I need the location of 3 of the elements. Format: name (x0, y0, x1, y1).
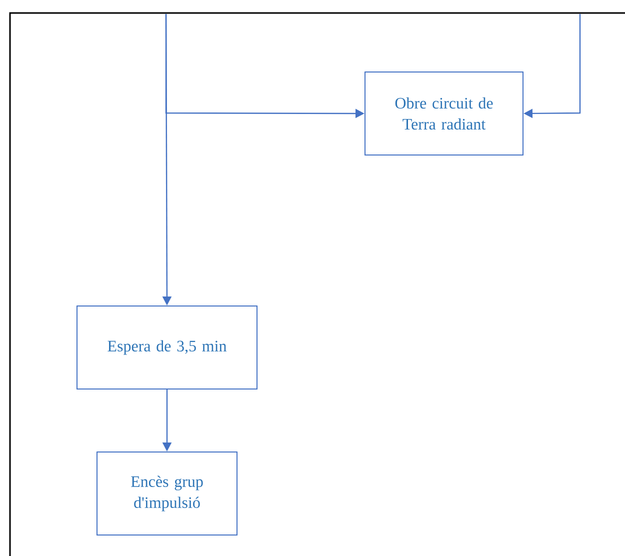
process-box: Obre circuit de Terra radiant (364, 72, 524, 156)
process-box: Espera de 3,5 min (76, 306, 258, 390)
process-box: Encès grup d'impulsió (96, 452, 238, 536)
